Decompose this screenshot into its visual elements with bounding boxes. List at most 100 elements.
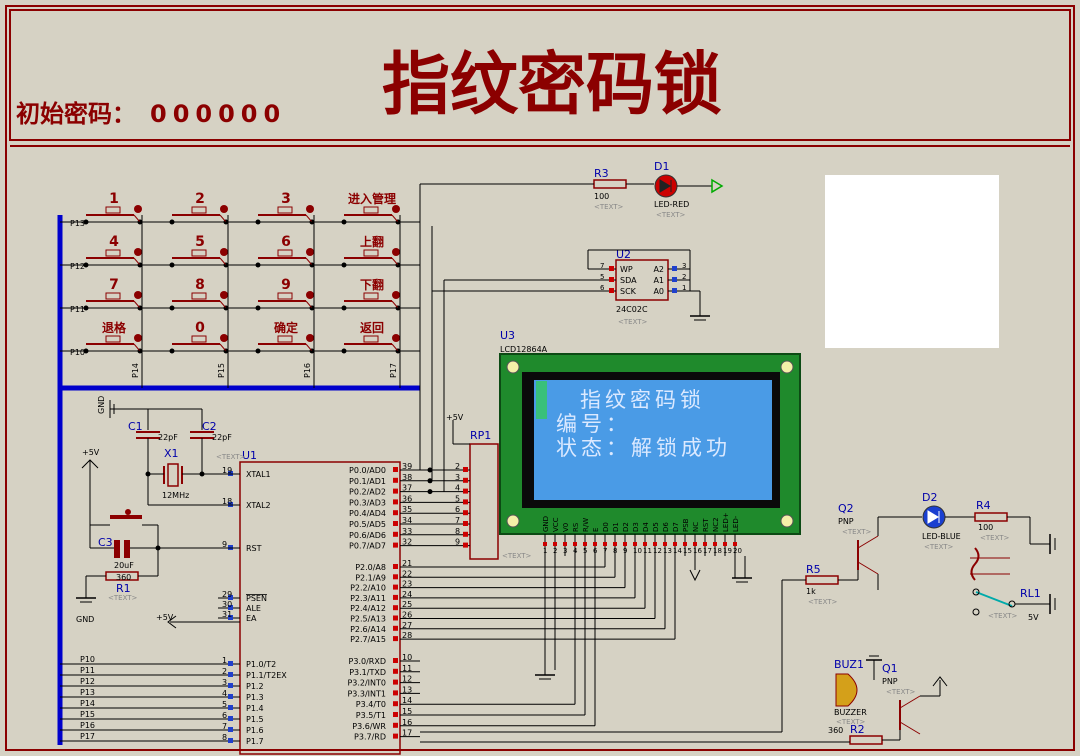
mcu-pin-number: 22 <box>402 569 412 578</box>
mcu-pin-marker <box>393 542 398 548</box>
mcu-pin-number: 28 <box>402 631 412 640</box>
lcd-pin-number: 20 <box>733 547 742 555</box>
mcu-text-tag: <TEXT> <box>216 453 246 461</box>
p1-label: P11 <box>80 666 95 675</box>
init-password-label: 初始密码： <box>16 100 136 128</box>
mcu-pin-marker <box>393 510 398 516</box>
key-cap <box>363 292 379 300</box>
gnd-label-bottom: GND <box>76 615 94 624</box>
key-cap <box>191 335 207 343</box>
lcd-pin-marker <box>673 542 677 546</box>
mcu-pin-number: 11 <box>402 664 412 673</box>
r1-ref: R1 <box>116 582 131 595</box>
mcu-pin-number: 16 <box>402 718 412 727</box>
mcu-pin-marker <box>393 701 398 707</box>
mcu-pin-name: P0.6/AD6 <box>349 531 386 540</box>
lcd-pin-number: 3 <box>563 547 567 555</box>
mcu-pin-marker <box>228 615 233 620</box>
key-indicator <box>220 248 228 256</box>
rp1-pin-number: 4 <box>455 484 460 493</box>
lcd-pin-marker <box>543 542 547 546</box>
mcu-pin-name: P2.0/A8 <box>355 563 386 572</box>
mcu-pin-number: 35 <box>402 505 412 514</box>
lcd-pin-name: LED+ <box>722 512 730 532</box>
rp1-pin-number: 5 <box>455 494 460 503</box>
mcu-pin-name: P0.7/AD7 <box>349 542 386 551</box>
sheet-border <box>5 5 1075 751</box>
key-wire <box>305 214 313 223</box>
key-label: 退格 <box>102 320 127 335</box>
rp1-pin-marker <box>463 531 468 537</box>
ea-vcc-arrow <box>167 615 177 629</box>
mcu-pin-name: P3.5/T1 <box>356 711 386 720</box>
mcu-pin-name: P0.1/AD1 <box>349 477 386 486</box>
junction <box>427 478 433 484</box>
mcu-pin-marker <box>393 467 398 472</box>
p1-label: P10 <box>80 655 95 664</box>
u2-pin-name: A2 <box>653 265 664 274</box>
q1-collector <box>899 695 921 709</box>
row-label: P10 <box>70 348 85 357</box>
lcd-pin-name: VCC <box>552 517 560 532</box>
lcd-cursor <box>536 381 547 419</box>
mcu-pin-name: P3.7/RD <box>354 733 386 742</box>
mcu-pin-marker <box>228 694 233 699</box>
key-wire <box>219 300 227 309</box>
d2-value: LED-BLUE <box>922 532 961 541</box>
reset-button-knob <box>125 509 131 515</box>
q1-value: PNP <box>882 677 898 686</box>
key-cap <box>191 292 207 300</box>
mcu-pin-name: ALE <box>246 604 261 613</box>
q2-ref: Q2 <box>838 502 854 515</box>
key-wire <box>391 214 399 223</box>
q1-vcc-arrow <box>932 676 948 687</box>
u2-pin-marker <box>672 288 677 293</box>
key-label: 2 <box>195 191 205 207</box>
lcd-module: U3 LCD12864A 指纹密码锁 编号： 状态：解锁成功 GND1VCC2V… <box>499 329 801 556</box>
key-label: 6 <box>281 234 291 250</box>
lcd-pin-name: E <box>592 528 600 532</box>
mcu-pin-name: P2.2/A10 <box>350 584 386 593</box>
lcd-pin-marker <box>733 542 737 546</box>
lcd-line-1: 指纹密码锁 <box>580 388 705 412</box>
buzzer-body <box>835 673 858 707</box>
lcd-pin-number: 1 <box>543 547 547 555</box>
mcu-pin-number: 15 <box>402 707 412 716</box>
lcd-ref: U3 <box>500 329 515 342</box>
key-cap <box>363 249 379 257</box>
c2-ref: C2 <box>202 420 217 433</box>
lcd-pin-name: RST <box>702 518 710 532</box>
lcd-pin-name: D6 <box>662 522 670 532</box>
lcd-pin-name: D4 <box>642 522 650 532</box>
lcd-pin-marker <box>663 542 667 546</box>
key-label: 进入管理 <box>348 191 396 206</box>
gnd-label-top: GND <box>97 396 106 414</box>
mcu-pin-number: 23 <box>402 580 412 589</box>
key-cap <box>363 206 379 214</box>
rp1-ref: RP1 <box>470 429 491 442</box>
mcu-pin-number: 9 <box>222 540 227 549</box>
rp1-pin-number: 7 <box>455 516 460 525</box>
r4-ref: R4 <box>976 499 991 512</box>
u2-ref: U2 <box>616 248 631 261</box>
mcu-pin-marker <box>393 488 398 494</box>
mcu-pin-name: XTAL2 <box>246 501 271 510</box>
mcu-pin-number: 17 <box>402 729 412 738</box>
mcu-pin-name: P0.5/AD5 <box>349 520 386 529</box>
q2-value: PNP <box>838 517 854 526</box>
key-indicator <box>134 291 142 299</box>
mcu-pin-marker <box>393 477 398 483</box>
mcu-pin-marker <box>228 661 233 666</box>
key-wire <box>219 343 227 352</box>
mcu-ref: U1 <box>242 449 257 462</box>
lcd-pin-marker <box>643 542 647 546</box>
mcu-pin-number: 2 <box>222 667 227 676</box>
key-indicator <box>392 291 400 299</box>
ea-vcc-label: +5V <box>156 613 174 622</box>
rp1-pin-number: 2 <box>455 462 460 471</box>
mcu-pin-number: 10 <box>402 653 412 662</box>
lcd-pin-number: 13 <box>663 547 672 555</box>
u2-pin-marker <box>672 277 677 282</box>
lcd-pin-name: V0 <box>562 523 570 532</box>
lcd-pin-name: D1 <box>612 522 620 532</box>
